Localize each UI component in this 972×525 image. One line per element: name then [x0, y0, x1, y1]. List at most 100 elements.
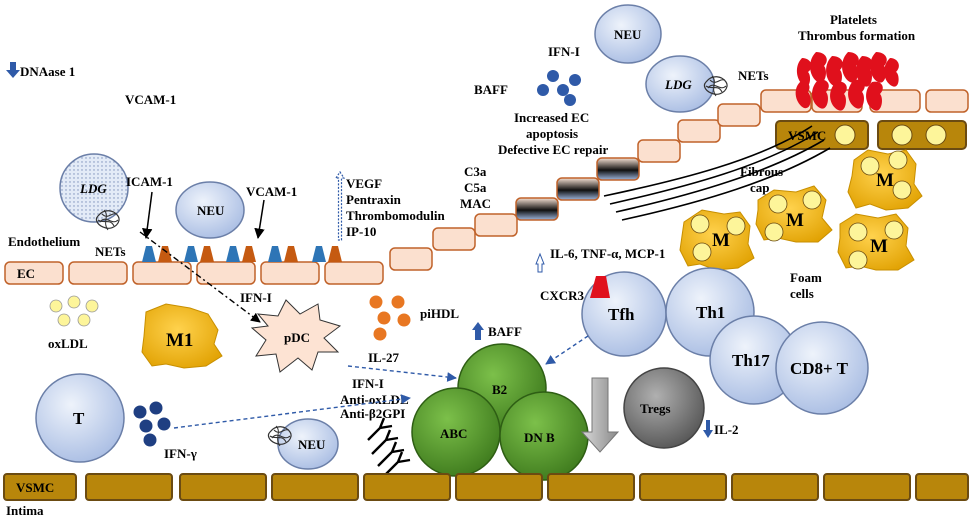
pdc-cell: pDC — [250, 299, 342, 373]
neu-low-label: NEU — [298, 437, 326, 452]
mac-label: MAC — [460, 196, 491, 211]
adhesion-receptors — [142, 246, 342, 262]
ldg-left-cell: LDG — [59, 153, 129, 231]
t-cell-left: T — [35, 373, 125, 463]
macrophage-label: M — [786, 210, 804, 231]
ifng-dots — [133, 401, 171, 447]
pihdl-dots — [369, 295, 411, 341]
down-arrow-icon — [703, 420, 713, 438]
macrophage-2: M — [755, 185, 833, 243]
ifn-pdc-label: IFN-I — [240, 290, 272, 305]
ec-steps — [389, 89, 969, 271]
apoptosis-label: apoptosis — [526, 126, 578, 141]
thrombus-label: Thrombus formation — [798, 28, 916, 43]
c3a-label: C3a — [464, 164, 487, 179]
b-cell-cluster: B2 ABC DN B — [411, 343, 589, 481]
baff-top-label: BAFF — [474, 82, 508, 97]
nets-left-label: NETs — [95, 244, 126, 259]
abc-label: ABC — [440, 426, 467, 441]
platelets-label: Platelets — [830, 12, 877, 27]
t-label: T — [73, 409, 85, 428]
il6-label: IL-6, TNF-α, MCP-1 — [550, 246, 665, 261]
up-arrow-icon — [334, 170, 346, 241]
vsmc-bottom-row: VSMC — [3, 473, 969, 501]
cells-label: cells — [790, 286, 814, 301]
cd8-cell — [775, 321, 869, 415]
up-arrow-icon — [472, 322, 484, 340]
macrophage-label: M — [712, 230, 730, 251]
cxcr3-receptor — [590, 276, 610, 298]
vegf-label: VEGF — [346, 176, 382, 191]
anti-oxldl-label: Anti-oxLDL — [340, 392, 409, 407]
il2-label: IL-2 — [714, 422, 739, 437]
platelet-cluster — [795, 52, 899, 111]
dnb-label: DN B — [524, 430, 555, 445]
vsmc-top-label: VSMC — [788, 128, 826, 143]
oxldl-label: oxLDL — [48, 336, 88, 351]
vcam-top-label: VCAM-1 — [125, 92, 176, 107]
ldg-left-label: LDG — [79, 181, 107, 196]
ldg-top-label: LDG — [664, 77, 692, 92]
neu-left-label: NEU — [197, 203, 225, 218]
tregs-label: Tregs — [640, 401, 671, 416]
ec-damaged — [596, 157, 640, 181]
endothelium-layer: EC Endothelium — [4, 89, 969, 285]
th1-label: Th1 — [696, 303, 725, 322]
pentraxin-label: Pentraxin — [346, 192, 402, 207]
ec-label: EC — [17, 266, 35, 281]
neu-low-cell: NEU — [267, 418, 339, 470]
ifn-top-label: IFN-I — [548, 44, 580, 59]
neu-left-cell: NEU — [175, 181, 245, 239]
vcam-mid-label: VCAM-1 — [246, 184, 297, 199]
treg-cell: Tregs — [623, 367, 705, 449]
down-arrow-icon — [580, 377, 620, 453]
macrophage-3: M — [679, 209, 755, 271]
ifn-dots-top — [537, 70, 581, 106]
dnaase-group: DNAase 1 — [6, 62, 75, 79]
t-helper-cluster: Tfh Th1 Th17 CD8+ T — [581, 267, 869, 415]
ec-damaged — [515, 197, 559, 221]
cd8-label: CD8+ T — [790, 359, 849, 378]
ldg-top-cell: LDG — [645, 55, 728, 113]
pihdl-label: piHDL — [420, 306, 459, 321]
ip10-label: IP-10 — [346, 224, 376, 239]
cxcr3-label: CXCR3 — [540, 288, 585, 303]
macrophage-1: M — [847, 149, 923, 211]
th17-label: Th17 — [732, 351, 770, 370]
ifn-low-label: IFN-I — [352, 376, 384, 391]
up-arrow-icon — [535, 252, 545, 273]
increased-ec-label: Increased EC — [514, 110, 589, 125]
m1-macrophage: M1 — [141, 303, 223, 369]
oxldl-dots — [49, 295, 99, 327]
antibody-icons — [367, 417, 411, 477]
icam-label: ICAM-1 — [126, 174, 173, 189]
b2-label: B2 — [492, 382, 507, 397]
pdc-label: pDC — [284, 330, 310, 345]
anti-b2gpi-label: Anti-β2GPI — [340, 406, 405, 421]
foam-label: Foam — [790, 270, 822, 285]
intima-label: Intima — [6, 503, 44, 518]
vsmc-top: VSMC — [775, 120, 967, 150]
neu-top-label: NEU — [614, 27, 642, 42]
m1-label: M1 — [166, 330, 193, 351]
baff-mid-label: BAFF — [488, 324, 522, 339]
thrombomodulin-label: Thrombomodulin — [346, 208, 446, 223]
macrophage-label: M — [876, 170, 894, 191]
down-arrow-icon — [6, 62, 20, 78]
ec-damaged — [556, 177, 600, 201]
c5a-label: C5a — [464, 180, 487, 195]
fibrous-cap-lines — [603, 125, 831, 221]
dnaase-label: DNAase 1 — [20, 64, 75, 79]
macrophage-label: M — [870, 236, 888, 257]
nets-top-label: NETs — [738, 68, 769, 83]
neu-top-cell: NEU — [594, 4, 662, 64]
cap-label: cap — [750, 180, 770, 195]
vegf-group: VEGF Pentraxin Thrombomodulin IP-10 — [334, 170, 446, 241]
il27-label: IL-27 — [368, 350, 400, 365]
defective-ec-label: Defective EC repair — [498, 142, 608, 157]
fibrous-label: Fibrous — [740, 164, 783, 179]
vsmc-bottom-label: VSMC — [16, 480, 54, 495]
ifng-label: IFN-γ — [164, 446, 197, 461]
